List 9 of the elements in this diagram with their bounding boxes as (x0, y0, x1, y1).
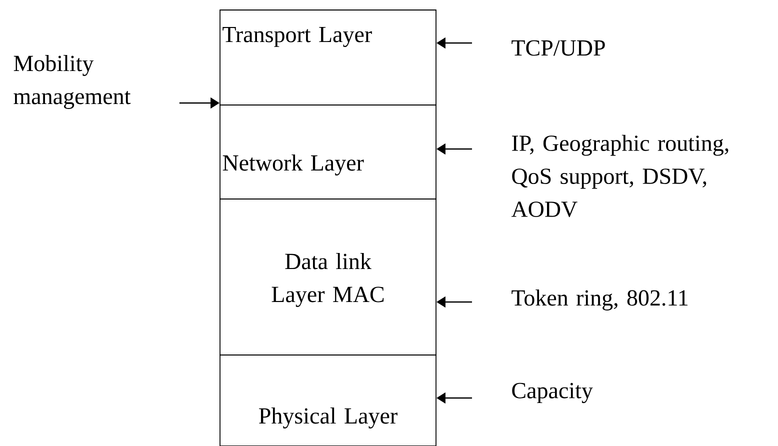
layer-box: Physical Layer (220, 354, 436, 446)
protocol-label: Mobility management (14, 55, 131, 109)
layer-box: Transport Layer (220, 10, 436, 106)
protocol-label: Token ring, 802.11 (512, 290, 688, 310)
layer-box: Network Layer (220, 104, 436, 200)
protocol-label: IP, Geographic routing, QoS support, DSDV, AODV (511, 134, 728, 218)
protocol-label: TCP/UDP (512, 40, 605, 56)
layer-box: Data link Layer MAC (220, 198, 436, 356)
protocol-label: Capacity (512, 382, 593, 404)
